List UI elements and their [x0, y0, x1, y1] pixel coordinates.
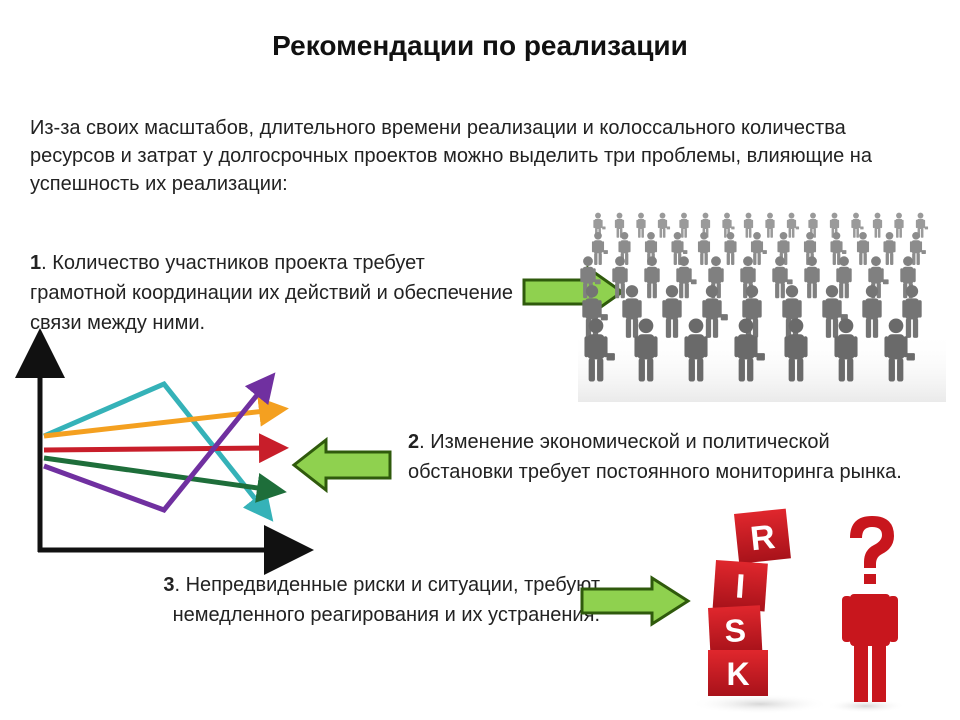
- person-figure: [702, 285, 728, 338]
- person-figure: [679, 212, 689, 238]
- person-figure: [584, 318, 615, 382]
- person-figure: [856, 231, 870, 265]
- question-person-icon: [842, 516, 898, 702]
- arrow-right-icon: [580, 575, 691, 627]
- trend-line-teal: [43, 380, 274, 522]
- point-1-number: 1: [30, 252, 42, 274]
- trend-line-green: [43, 455, 287, 503]
- arrow-left-icon: [291, 436, 392, 494]
- person-figure: [902, 285, 922, 338]
- risk-cube-r: R: [734, 508, 791, 564]
- risk-cube-i: I: [712, 560, 768, 612]
- risk-letter-s: S: [724, 612, 747, 649]
- person-figure: [684, 318, 708, 382]
- point-3-number: 3: [163, 574, 175, 596]
- person-figure: [772, 256, 793, 299]
- person-figure: [697, 231, 711, 265]
- person-figure: [784, 318, 808, 382]
- person-figure: [622, 285, 642, 338]
- person-figure: [614, 212, 625, 238]
- person-figure: [830, 231, 847, 265]
- point-3: 3. Непредвиденные риски и ситуации, треб…: [60, 570, 600, 630]
- point-3-text: . Непредвиденные риски и ситуации, требу…: [172, 574, 600, 626]
- person-figure: [836, 256, 852, 299]
- person-figure: [657, 212, 671, 238]
- person-figure: [591, 231, 608, 265]
- trend-line-purple: [43, 372, 276, 513]
- point-2-number: 2: [408, 431, 420, 453]
- person-figure: [740, 256, 756, 299]
- risk-illustration: R I S K: [690, 508, 906, 714]
- person-figure: [900, 256, 916, 299]
- risk-letter-k: K: [726, 656, 749, 692]
- person-figure: [634, 318, 658, 382]
- person-figure: [676, 256, 697, 299]
- person-figure: [636, 212, 646, 238]
- person-figure: [786, 212, 800, 238]
- person-figure: [808, 212, 818, 238]
- person-figure: [700, 212, 711, 238]
- point-2-text: . Изменение экономической и политической…: [408, 431, 902, 483]
- person-figure: [884, 318, 915, 382]
- risk-cube-k: K: [708, 650, 768, 696]
- person-figure: [883, 231, 896, 265]
- point-2: 2. Изменение экономической и политическо…: [408, 427, 928, 487]
- point-1: 1. Количество участников проекта требует…: [30, 248, 520, 338]
- person-figure: [804, 256, 820, 299]
- person-figure: [612, 256, 628, 299]
- crowd-illustration: [578, 212, 946, 402]
- person-figure: [894, 212, 904, 238]
- person-figure: [734, 318, 765, 382]
- risk-letter-r: R: [748, 518, 776, 558]
- person-figure: [724, 231, 737, 265]
- person-figure: [872, 212, 883, 238]
- point-1-text: . Количество участников проекта требует …: [30, 252, 514, 334]
- person-figure: [662, 285, 682, 338]
- intro-paragraph: Из-за своих масштабов, длительного време…: [30, 117, 872, 195]
- person-figure: [834, 318, 858, 382]
- person-figure: [644, 256, 660, 299]
- trend-line-orange: [43, 396, 289, 439]
- person-figure: [750, 231, 767, 265]
- person-figure: [862, 285, 882, 338]
- person-figure: [743, 212, 754, 238]
- person-figure: [765, 212, 775, 238]
- trend-line-red: [43, 433, 289, 464]
- risk-cube-s: S: [708, 605, 763, 654]
- person-figure: [777, 231, 790, 265]
- risk-letter-i: I: [734, 567, 746, 606]
- person-figure: [851, 212, 864, 238]
- person-figure: [822, 285, 848, 338]
- market-trends-illustration: [14, 328, 314, 575]
- person-figure: [909, 231, 926, 265]
- person-figure: [868, 256, 889, 299]
- slide-title: Рекомендации по реализации: [272, 30, 688, 61]
